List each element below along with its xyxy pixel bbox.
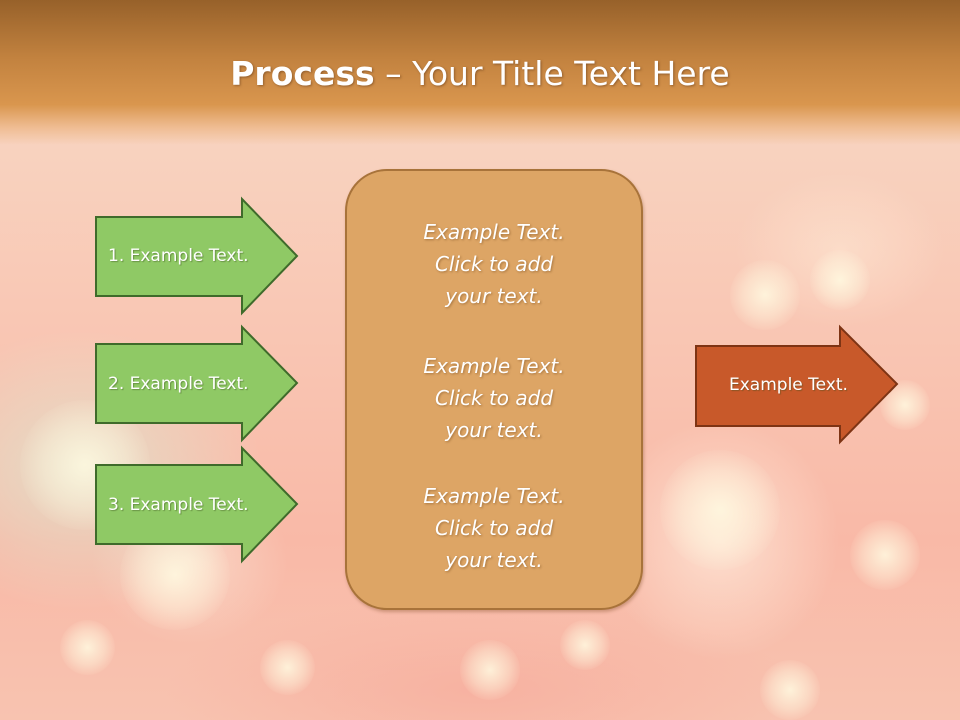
process-text-line: Example Text.	[423, 484, 565, 508]
slide-title[interactable]: Process – Your Title Text Here	[0, 54, 960, 94]
flower-decoration	[810, 250, 870, 310]
process-text-line: Click to add	[434, 516, 554, 540]
input-arrow-label: 3. Example Text.	[108, 494, 249, 515]
arrow-shape	[95, 445, 299, 564]
flower-decoration	[850, 520, 920, 590]
process-text-block: Example Text. Click to add your text.	[347, 216, 641, 312]
process-text-line: your text.	[445, 284, 543, 308]
process-text-line: Example Text.	[423, 220, 565, 244]
process-text-line: Click to add	[434, 386, 554, 410]
process-text-line: Example Text.	[423, 354, 565, 378]
flower-decoration	[560, 620, 610, 670]
input-arrow-1[interactable]: 1. Example Text.	[95, 196, 299, 316]
arrow-shape	[95, 324, 299, 443]
process-text-line: your text.	[445, 548, 543, 572]
flower-decoration	[460, 640, 520, 700]
flower-decoration	[660, 450, 780, 570]
process-text-line: Click to add	[434, 252, 554, 276]
process-text-line: your text.	[445, 418, 543, 442]
title-bold-text: Process	[230, 54, 375, 93]
process-box[interactable]: Example Text. Click to add your text. Ex…	[345, 169, 643, 610]
title-rest-text: – Your Title Text Here	[374, 54, 730, 93]
input-arrow-3[interactable]: 3. Example Text.	[95, 445, 299, 564]
process-text-block: Example Text. Click to add your text.	[347, 480, 641, 576]
process-text-block: Example Text. Click to add your text.	[347, 350, 641, 446]
flower-decoration	[60, 620, 115, 675]
input-arrow-label: 2. Example Text.	[108, 373, 249, 394]
input-arrow-2[interactable]: 2. Example Text.	[95, 324, 299, 443]
flower-decoration	[260, 640, 315, 695]
output-arrow-label: Example Text.	[729, 374, 848, 395]
output-arrow[interactable]: Example Text.	[695, 324, 899, 445]
title-banner	[0, 0, 960, 145]
arrow-shape	[95, 196, 299, 316]
input-arrow-label: 1. Example Text.	[108, 246, 249, 266]
arrow-shape	[695, 324, 899, 445]
flower-decoration	[730, 260, 800, 330]
flower-decoration	[760, 660, 820, 720]
